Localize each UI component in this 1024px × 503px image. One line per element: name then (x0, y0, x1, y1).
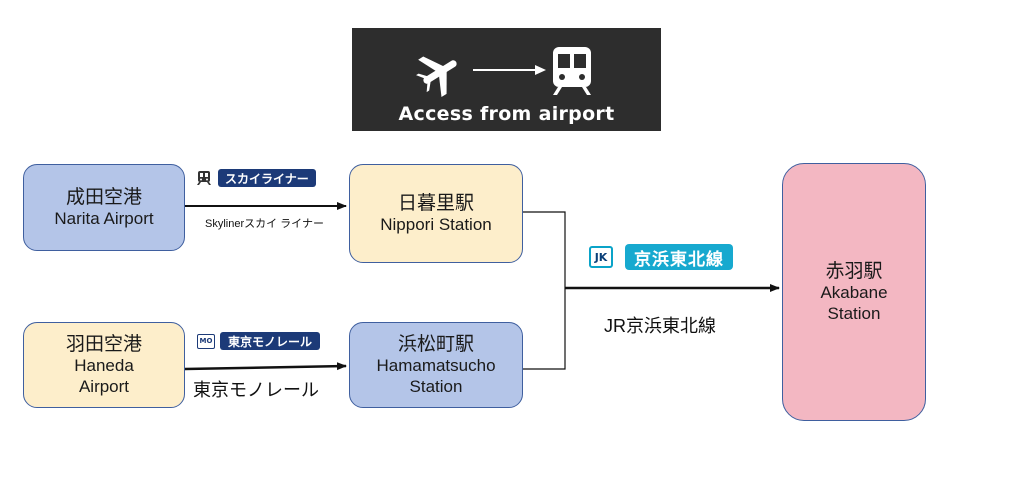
nippori-station-node: 日暮里駅 Nippori Station (349, 164, 523, 263)
hamamatsucho-station-node: 浜松町駅 Hamamatsucho Station (349, 322, 523, 408)
banner-title: Access from airport (398, 103, 615, 125)
narita-en-label: Narita Airport (54, 208, 154, 228)
banner-graphic (416, 47, 591, 98)
nippori-jp-label: 日暮里駅 (397, 192, 474, 214)
monorail-caption: 東京モノレール (193, 380, 319, 400)
arrow-right-icon (473, 65, 546, 75)
akabane-jp-label: 赤羽駅 (825, 260, 883, 282)
hamamatsucho-jp-label: 浜松町駅 (397, 333, 474, 355)
keihin-tohoku-badge-label: 京浜東北線 (625, 244, 733, 270)
access-banner: Access from airport (352, 28, 661, 131)
keihin-tohoku-caption: JR京浜東北線 (604, 316, 716, 336)
haneda-en-label-1: Haneda (74, 355, 134, 375)
train-icon (196, 170, 212, 186)
hamamatsucho-en-label-2: Station (409, 376, 463, 396)
haneda-airport-node: 羽田空港 Haneda Airport (23, 322, 185, 408)
monorail-arrow (184, 362, 347, 371)
airplane-icon (416, 56, 457, 98)
skyliner-badge: スカイライナー (196, 169, 316, 187)
nippori-en-label: Nippori Station (380, 214, 492, 234)
jk-line-icon: JK (589, 246, 613, 268)
monorail-line-icon: MO (197, 333, 215, 349)
train-icon (553, 47, 591, 95)
narita-airport-node: 成田空港 Narita Airport (23, 164, 185, 251)
skyliner-badge-label: スカイライナー (218, 169, 316, 187)
narita-jp-label: 成田空港 (65, 186, 142, 208)
monorail-badge-label: 東京モノレール (220, 332, 321, 350)
monorail-badge: MO 東京モノレール (197, 332, 321, 350)
akabane-en-label-1: Akabane (820, 282, 888, 302)
haneda-en-label-2: Airport (78, 376, 130, 396)
nippori-connector (523, 211, 566, 370)
akabane-station-node: 赤羽駅 Akabane Station (782, 163, 926, 421)
skyliner-caption: Skylinerスカイ ライナー (205, 218, 324, 230)
akabane-en-label-2: Station (827, 303, 881, 323)
haneda-jp-label: 羽田空港 (65, 333, 142, 355)
keihin-tohoku-badge: JK 京浜東北線 (589, 244, 733, 270)
hamamatsucho-en-label-1: Hamamatsucho (376, 355, 496, 375)
